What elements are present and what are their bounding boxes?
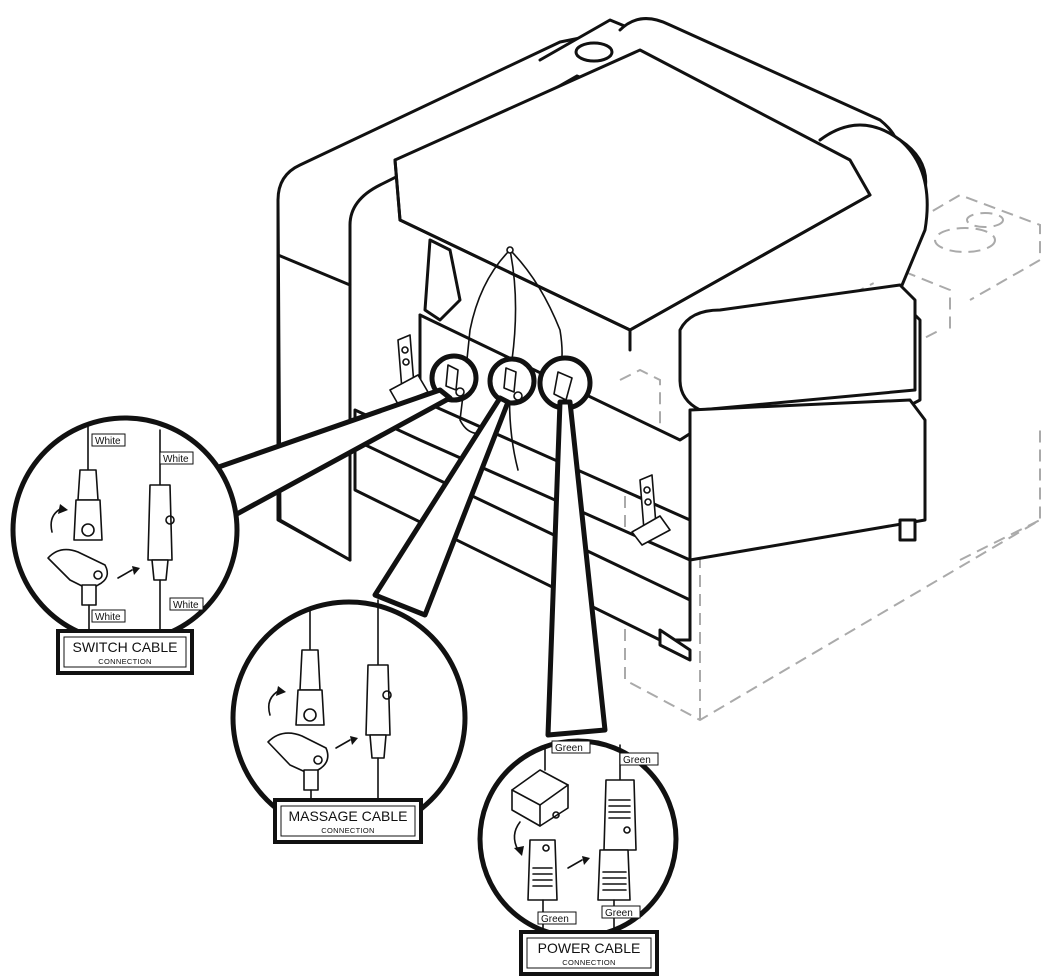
switch-tag-top-right: White xyxy=(159,451,194,465)
power-caption-title: POWER CABLE xyxy=(538,940,641,956)
massage-caption-subtitle: CONNECTION xyxy=(321,826,374,835)
switch-tag-top-right-text: White xyxy=(163,454,189,465)
power-caption-subtitle: CONNECTION xyxy=(562,958,615,967)
callout-massage-cable: MASSAGE CABLE CONNECTION xyxy=(230,599,468,844)
massage-caption-title: MASSAGE CABLE xyxy=(288,808,407,824)
power-tag-top-right-text: Green xyxy=(623,755,651,766)
switch-tag-bottom-left: White xyxy=(91,609,126,623)
callout-switch-cable: White White White White SWITCH CABLE CON… xyxy=(10,415,240,675)
left-bracket xyxy=(389,334,429,405)
leader-power xyxy=(545,399,608,738)
callout-power-cable: Green Green Green Green POWER CABLE CONN… xyxy=(477,738,679,976)
power-tag-top-left: Green xyxy=(551,740,591,754)
power-tag-bottom-right-text: Green xyxy=(605,908,633,919)
switch-tag-bottom-right-text: White xyxy=(173,600,199,611)
chair-body xyxy=(276,17,929,662)
power-tag-bottom-left: Green xyxy=(537,911,577,925)
connection-point-switch xyxy=(429,353,479,403)
right-bracket xyxy=(631,474,671,546)
switch-tag-bottom-right: White xyxy=(169,597,204,611)
power-tag-top-right: Green xyxy=(619,752,659,766)
switch-tag-top-left-text: White xyxy=(95,436,121,447)
power-tag-bottom-left-text: Green xyxy=(541,914,569,925)
switch-caption-subtitle: CONNECTION xyxy=(98,657,151,666)
power-tag-bottom-right: Green xyxy=(601,905,641,919)
leader-massage xyxy=(372,395,511,618)
switch-tag-top-left: White xyxy=(91,433,126,447)
switch-caption-title: SWITCH CABLE xyxy=(72,639,177,655)
power-tag-top-left-text: Green xyxy=(555,743,583,754)
connection-point-massage xyxy=(487,356,537,406)
switch-tag-bottom-left-text: White xyxy=(95,612,121,623)
